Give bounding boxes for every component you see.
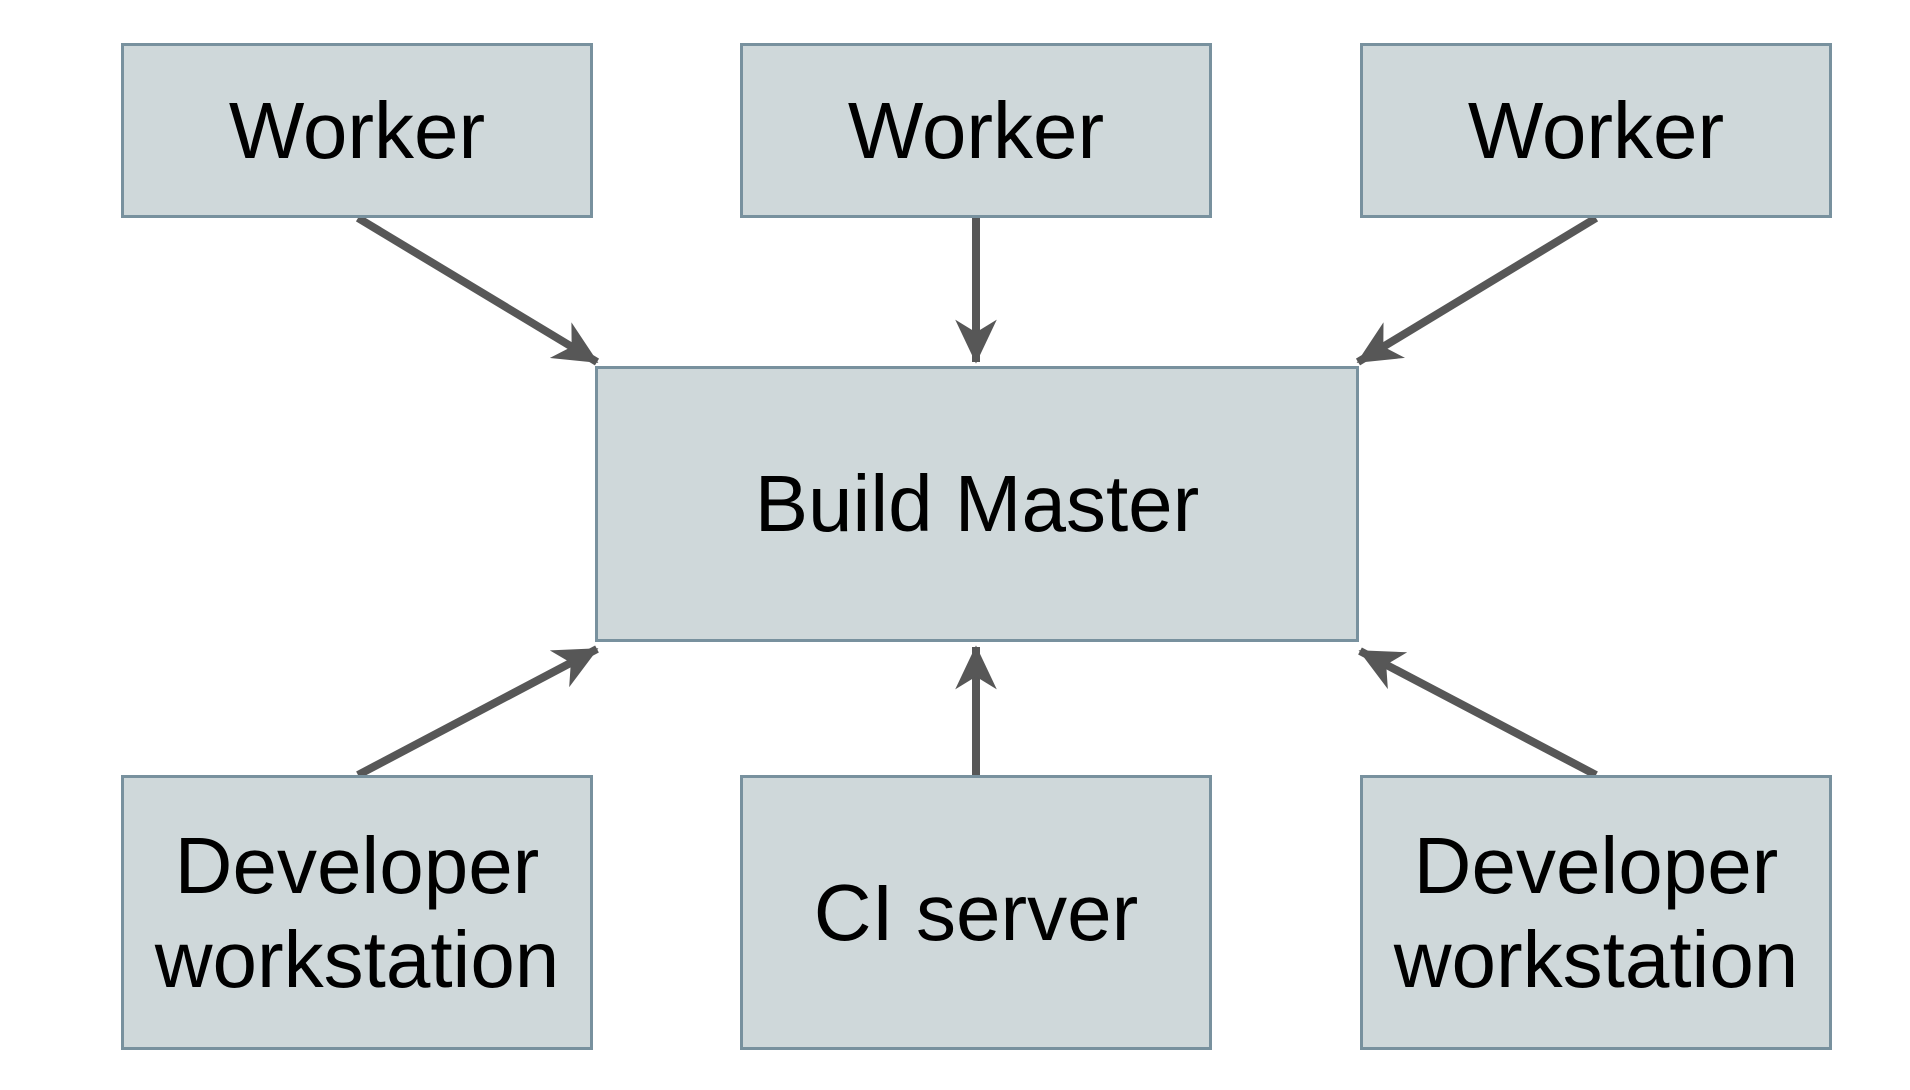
edge-developer-workstation-right-to-build-master xyxy=(1358,647,1598,779)
node-build-master: Build Master xyxy=(595,366,1359,642)
node-worker-3: Worker xyxy=(1360,43,1832,218)
node-worker-1: Worker xyxy=(121,43,593,218)
edge-worker-1-to-build-master xyxy=(355,214,600,366)
edge-developer-workstation-left-to-build-master xyxy=(356,645,599,779)
node-ci-server: CI server xyxy=(740,775,1212,1050)
node-developer-workstation-left: Developer workstation xyxy=(121,775,593,1050)
node-worker-2: Worker xyxy=(740,43,1212,218)
edge-worker-3-to-build-master xyxy=(1355,214,1599,366)
node-developer-workstation-right: Developer workstation xyxy=(1360,775,1832,1050)
